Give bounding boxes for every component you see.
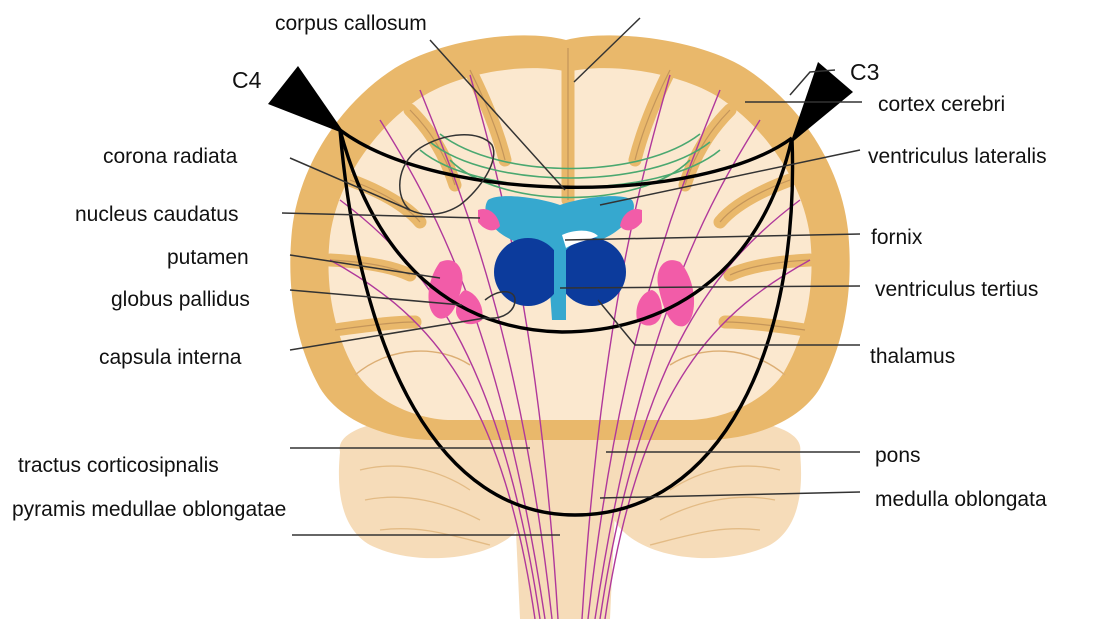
label-corona-radiata: corona radiata	[103, 145, 238, 168]
label-putamen: putamen	[167, 246, 249, 269]
label-c3: C3	[850, 59, 879, 85]
label-cortex-cerebri: cortex cerebri	[878, 93, 1005, 116]
electrode-c4-icon	[268, 66, 345, 134]
label-fornix: fornix	[871, 226, 923, 249]
label-c4: C4	[232, 67, 262, 93]
thalamus-right-shape	[558, 238, 626, 306]
electrode-c3-icon	[790, 62, 853, 144]
ventriculus-tertius-shape	[554, 246, 566, 320]
label-globus-pallidus: globus pallidus	[111, 288, 250, 311]
label-pyramis: pyramis medullae oblongatae	[12, 498, 286, 521]
label-pons: pons	[875, 444, 921, 467]
label-ventriculus-lateralis: ventriculus lateralis	[868, 145, 1047, 168]
label-ventriculus-tertius: ventriculus tertius	[875, 278, 1038, 301]
thalamus-left-shape	[494, 238, 562, 306]
label-thalamus: thalamus	[870, 345, 955, 368]
label-nucleus-caudatus: nucleus caudatus	[75, 203, 238, 226]
label-medulla-oblongata: medulla oblongata	[875, 488, 1047, 511]
label-tractus-corticospinalis: tractus corticosipnalis	[18, 454, 219, 477]
label-corpus-callosum: corpus callosum	[275, 12, 427, 35]
label-capsula-interna: capsula interna	[99, 346, 242, 369]
